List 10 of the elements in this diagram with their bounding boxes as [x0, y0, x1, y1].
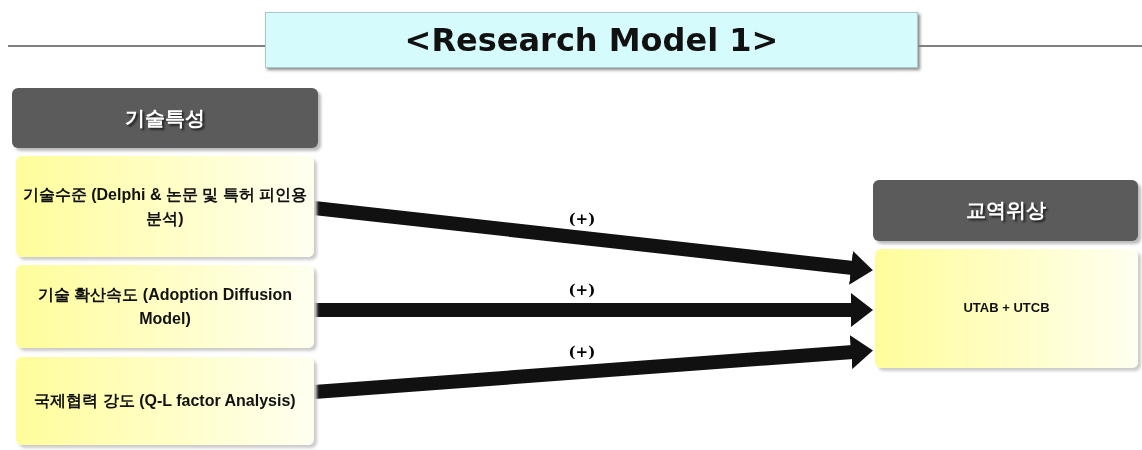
arrow: [313, 335, 873, 399]
arrow: [313, 201, 873, 285]
arrow: [314, 293, 873, 327]
factor-box: 기술수준 (Delphi & 논문 및 특허 피인용 분석): [16, 156, 314, 257]
factor-box: 기술 확산속도 (Adoption Diffusion Model): [16, 265, 314, 348]
header-box: 기술특성: [12, 88, 318, 148]
title-banner: <Research Model 1>: [265, 12, 918, 68]
outcome-box: UTAB + UTCB: [875, 249, 1138, 368]
factor-box: 국제협력 강도 (Q-L factor Analysis): [16, 357, 314, 445]
header-box: 교역위상: [873, 180, 1138, 241]
